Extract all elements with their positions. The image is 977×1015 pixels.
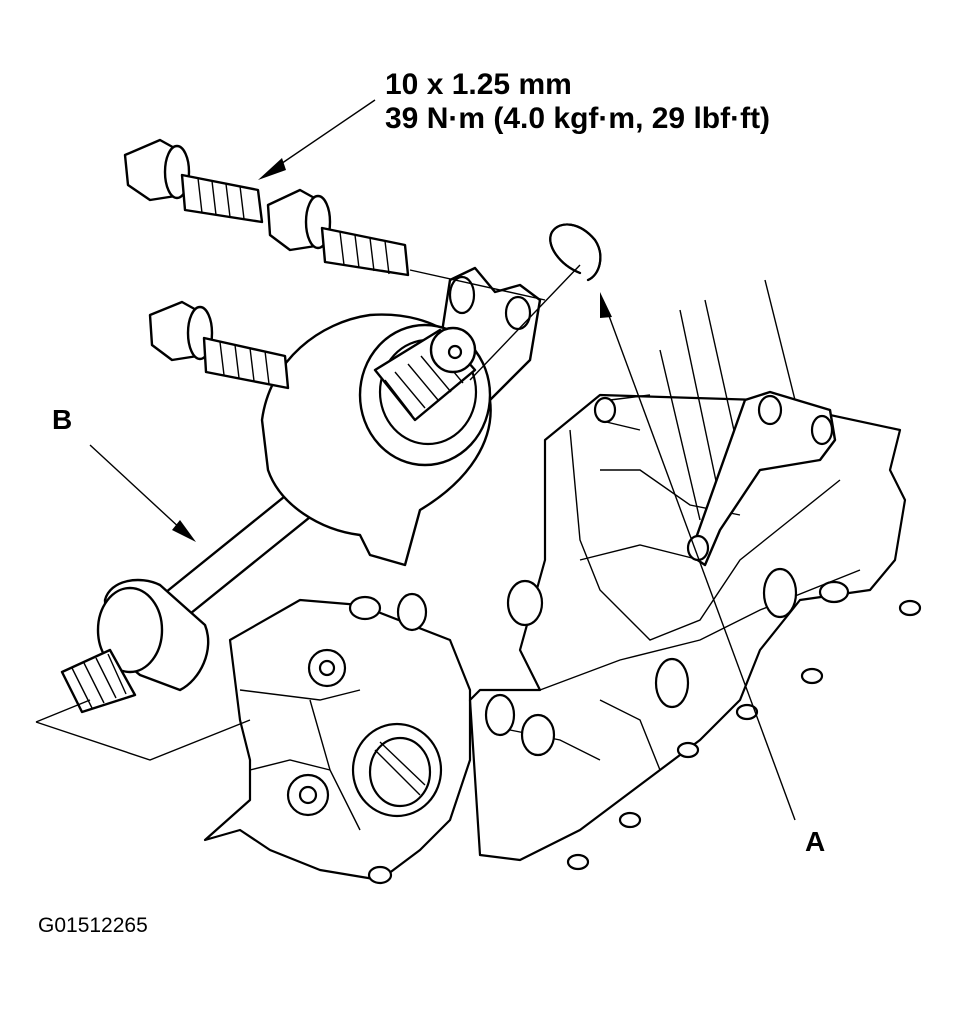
- transmission-housing: [203, 279, 922, 885]
- bolt-size-text: 10 x 1.25 mm: [385, 68, 572, 101]
- flange-bolt-1: [123, 138, 264, 224]
- set-ring: [549, 223, 602, 282]
- torque-value-text: 39 N·m (4.0 kgf·m, 29 lbf·ft): [385, 102, 771, 135]
- intermediate-shaft: [60, 313, 492, 714]
- flange-bolt-2: [266, 188, 410, 277]
- callout-b: B: [52, 404, 73, 435]
- torque-spec: 10 x 1.25 mm 39 N·m (4.0 kgf·m, 29 lbf·f…: [385, 68, 770, 136]
- figure-id: G01512265: [38, 914, 148, 937]
- flange-bolt-3: [148, 300, 290, 390]
- leader-lines: [35, 99, 796, 821]
- callout-a: A: [805, 826, 826, 857]
